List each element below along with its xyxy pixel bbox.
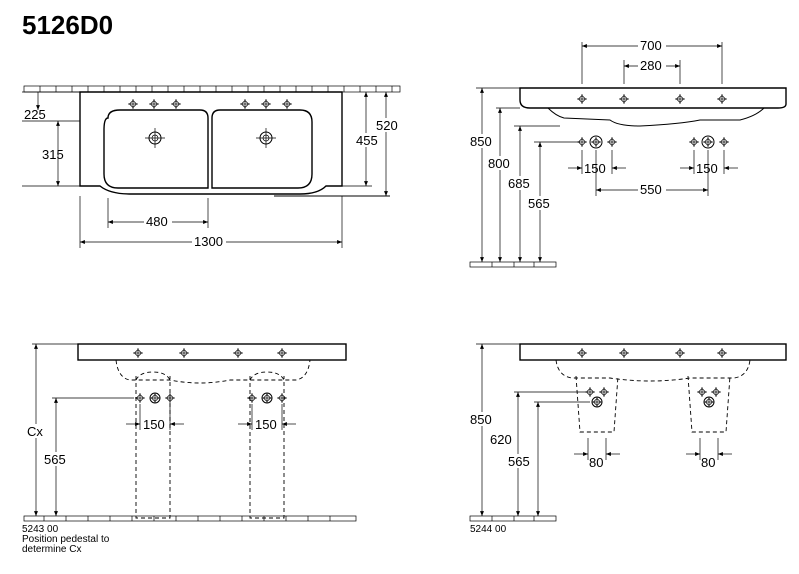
dim-150-pedestal-right: 150 (255, 417, 277, 432)
drawing-title: 5126D0 (22, 10, 114, 40)
dim-80-left: 80 (589, 455, 603, 470)
right-bowl (211, 109, 313, 189)
dim-150-right: 150 (696, 161, 718, 176)
supply-left (576, 135, 618, 149)
pedestal-note-line1: Position pedestal to (22, 534, 110, 545)
dim-455: 455 (356, 133, 378, 148)
dim-700: 700 (640, 38, 662, 53)
dim-550: 550 (640, 182, 662, 197)
semi-pedestal-left (575, 375, 619, 433)
semi-pedestal-code: 5244 00 (470, 524, 507, 535)
dim-80-right: 80 (701, 455, 715, 470)
basin-top-left (77, 343, 347, 361)
dim-800: 800 (488, 156, 510, 171)
dim-850: 850 (470, 134, 492, 149)
left-bowl (103, 109, 209, 189)
basin-top-right (519, 343, 787, 361)
pedestal-left (135, 376, 171, 519)
dim-315: 315 (42, 147, 64, 162)
front-elevation-wall-mounted: 700 280 850 800 685 565 (469, 38, 787, 268)
dim-850-semi: 850 (470, 412, 492, 427)
dim-480: 480 (146, 214, 168, 229)
dim-150-left: 150 (584, 161, 606, 176)
basin-top (519, 87, 787, 109)
pedestal-note-line2: determine Cx (22, 544, 81, 555)
dim-520: 520 (376, 118, 398, 133)
dim-565: 565 (528, 196, 550, 211)
elevation-with-semi-pedestals: 850 620 565 80 80 5244 00 (469, 343, 787, 535)
basin-outline (79, 91, 343, 195)
dim-565-pedestal: 565 (44, 452, 66, 467)
pedestal-right (249, 376, 285, 519)
dim-685: 685 (508, 176, 530, 191)
semi-pedestal-right (687, 375, 731, 433)
dim-280: 280 (640, 58, 662, 73)
elevation-with-pedestals: Cx 565 150 150 5243 00 Position pedestal… (22, 343, 357, 555)
dim-225: 225 (24, 107, 46, 122)
supply-right (688, 135, 730, 149)
dim-620: 620 (490, 432, 512, 447)
pedestal-code: 5243 00 (22, 524, 59, 535)
plan-view: 225 315 480 1300 455 520 (22, 85, 401, 249)
wall-strip (23, 85, 401, 93)
dim-150-pedestal-left: 150 (143, 417, 165, 432)
dim-1300: 1300 (194, 234, 223, 249)
dim-565-semi: 565 (508, 454, 530, 469)
dim-cx: Cx (27, 424, 43, 439)
